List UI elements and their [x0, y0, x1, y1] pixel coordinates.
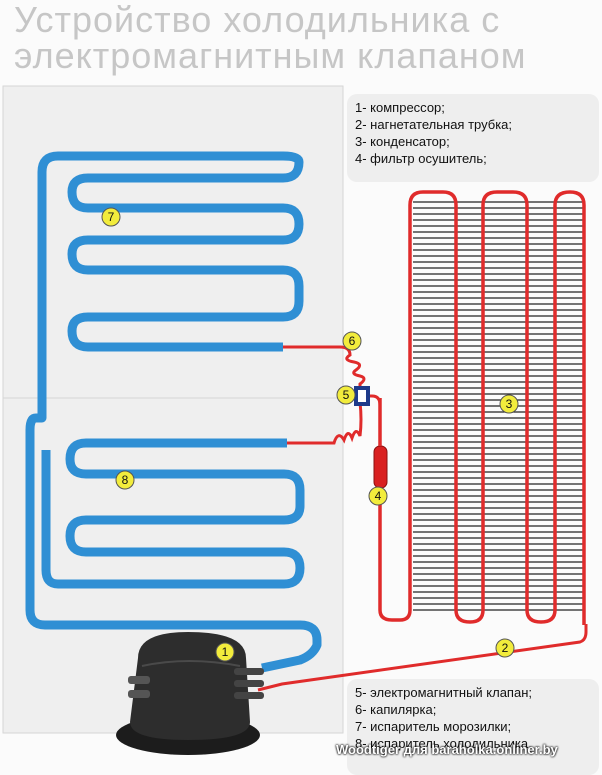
valve-line	[366, 394, 382, 446]
marker-label: 4	[375, 489, 382, 503]
legend-item-4: 4- фильтр осушитель;	[355, 151, 487, 166]
legend-item-3: 3- конденсатор;	[355, 134, 450, 149]
marker-6: 6	[342, 331, 362, 351]
legend-item-8: 8- испаритель холодильника.	[355, 736, 532, 751]
marker-3: 3	[499, 394, 519, 414]
marker-1: 1	[215, 642, 235, 662]
marker-label: 8	[122, 473, 129, 487]
marker-4: 4	[368, 486, 388, 506]
watermark: Woodtiger для baraholka.onliner.by	[336, 742, 558, 757]
title-line-1: Устройство холодильника с	[14, 0, 501, 40]
markers: 1 2 3 4 5 6 7 8	[101, 207, 519, 662]
diagram-title: Устройство холодильника с электромагнитн…	[14, 2, 594, 74]
marker-label: 2	[502, 641, 509, 655]
marker-label: 6	[349, 334, 356, 348]
condenser-fins	[413, 201, 583, 611]
condenser-coil	[378, 190, 586, 625]
fridge-evaporator	[41, 438, 305, 589]
legend-top: 1- компрессор; 2- нагнетательная трубка;…	[347, 94, 599, 182]
marker-label: 5	[343, 388, 350, 402]
freezer-evaporator	[25, 151, 322, 673]
solenoid-valve	[354, 386, 370, 406]
legend-item-2: 2- нагнетательная трубка;	[355, 117, 513, 132]
legend-item-6: 6- капилярка;	[355, 702, 437, 717]
legend-item-1: 1- компрессор;	[355, 100, 445, 115]
marker-2: 2	[495, 638, 515, 658]
title-line-2: электромагнитным клапаном	[14, 35, 527, 76]
legend-bottom: 5- электромагнитный клапан; 6- капилярка…	[347, 679, 599, 775]
capillary-coil-lower	[287, 401, 363, 445]
marker-7: 7	[101, 207, 121, 227]
discharge-line	[257, 624, 588, 692]
marker-5: 5	[336, 385, 356, 405]
marker-label: 7	[108, 210, 115, 224]
capillary-coil-upper	[283, 345, 366, 390]
legend-item-7: 7- испаритель морозилки;	[355, 719, 512, 734]
legend-item-5: 5- электромагнитный клапан;	[355, 685, 532, 700]
marker-8: 8	[115, 470, 135, 490]
marker-label: 1	[222, 645, 229, 659]
marker-label: 3	[506, 397, 513, 411]
filter-drier	[373, 445, 388, 489]
